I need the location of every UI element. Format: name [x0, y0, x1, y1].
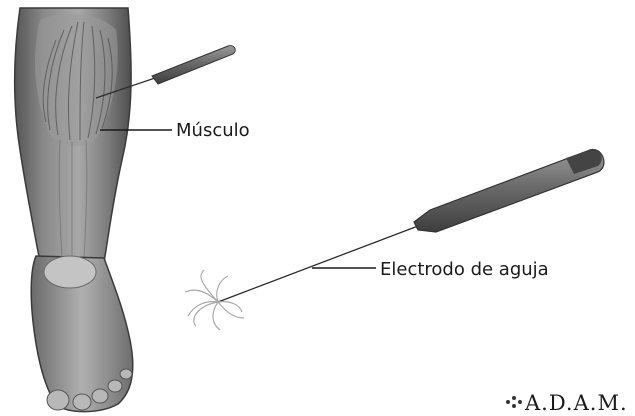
adam-logo: A.D.A.M.: [506, 391, 628, 415]
needle-electrode: [185, 149, 604, 330]
nerve-fibers: [185, 270, 244, 330]
adam-logo-text: A.D.A.M.: [524, 391, 628, 415]
heel: [44, 256, 96, 288]
muscle-label: Músculo: [176, 120, 250, 141]
adam-logo-mark: [506, 396, 522, 408]
needle-electrode-label: Electrodo de aguja: [380, 259, 549, 280]
leg-illustration: [15, 8, 133, 412]
